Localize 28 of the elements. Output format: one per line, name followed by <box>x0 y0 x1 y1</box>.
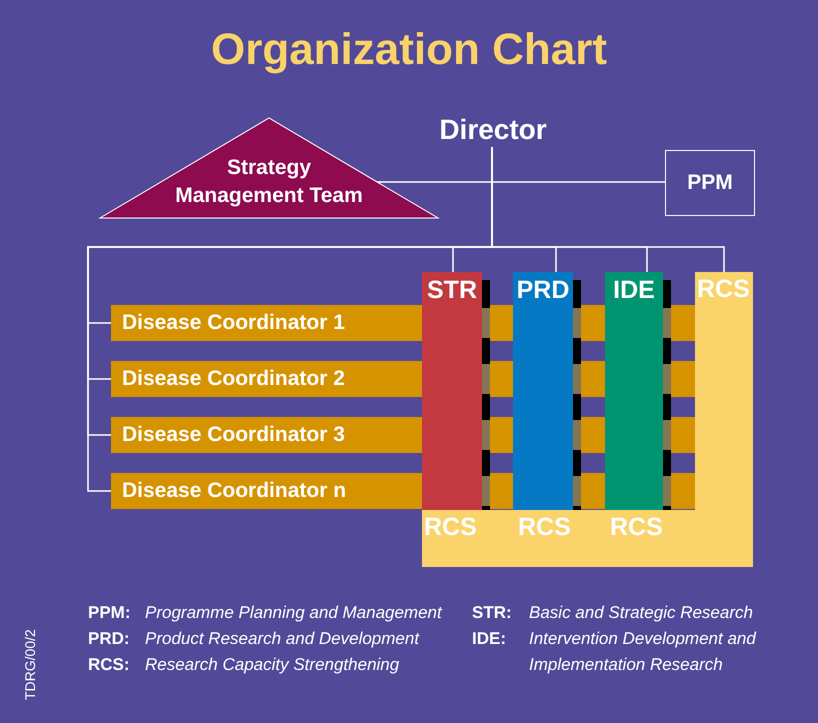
bar-label: Disease Coordinator 3 <box>122 422 345 448</box>
bar-label: Disease Coordinator 2 <box>122 366 345 392</box>
connector-line <box>87 147 493 492</box>
box-label: PPM <box>687 171 733 195</box>
triangle-label: Strategy Management Team <box>174 155 364 209</box>
programme-column <box>513 272 573 510</box>
definition-text: STR: Basic and Strategic Research <box>472 602 754 624</box>
unit-box <box>665 150 755 216</box>
bar-label: Disease Coordinator 1 <box>122 310 345 336</box>
programme-column <box>605 272 663 510</box>
band-label: RCS <box>610 512 663 542</box>
column-label: IDE <box>612 275 656 305</box>
definition-text: IDE: Intervention Development and Implementation Research <box>472 628 758 676</box>
column-label: STR <box>426 275 478 305</box>
band-label: RCS <box>697 274 750 304</box>
band-label: RCS <box>424 512 477 542</box>
band-label: RCS <box>518 512 571 542</box>
l-shaped-band <box>422 272 753 567</box>
definition-text: RCS: Research Capacity Strengthening <box>88 654 400 676</box>
definition-text: PRD: Product Research and Development <box>88 628 421 650</box>
column-label: PRD <box>516 275 570 305</box>
heading: Director <box>428 113 558 147</box>
definition-text: PPM: Programme Planning and Management <box>88 602 444 624</box>
chart-title: Organization Chart <box>210 24 608 76</box>
team-triangle <box>100 118 438 218</box>
bar-label: Disease Coordinator n <box>122 478 346 504</box>
document-code: TDRG/00/2 <box>22 629 38 700</box>
programme-column <box>422 272 482 510</box>
